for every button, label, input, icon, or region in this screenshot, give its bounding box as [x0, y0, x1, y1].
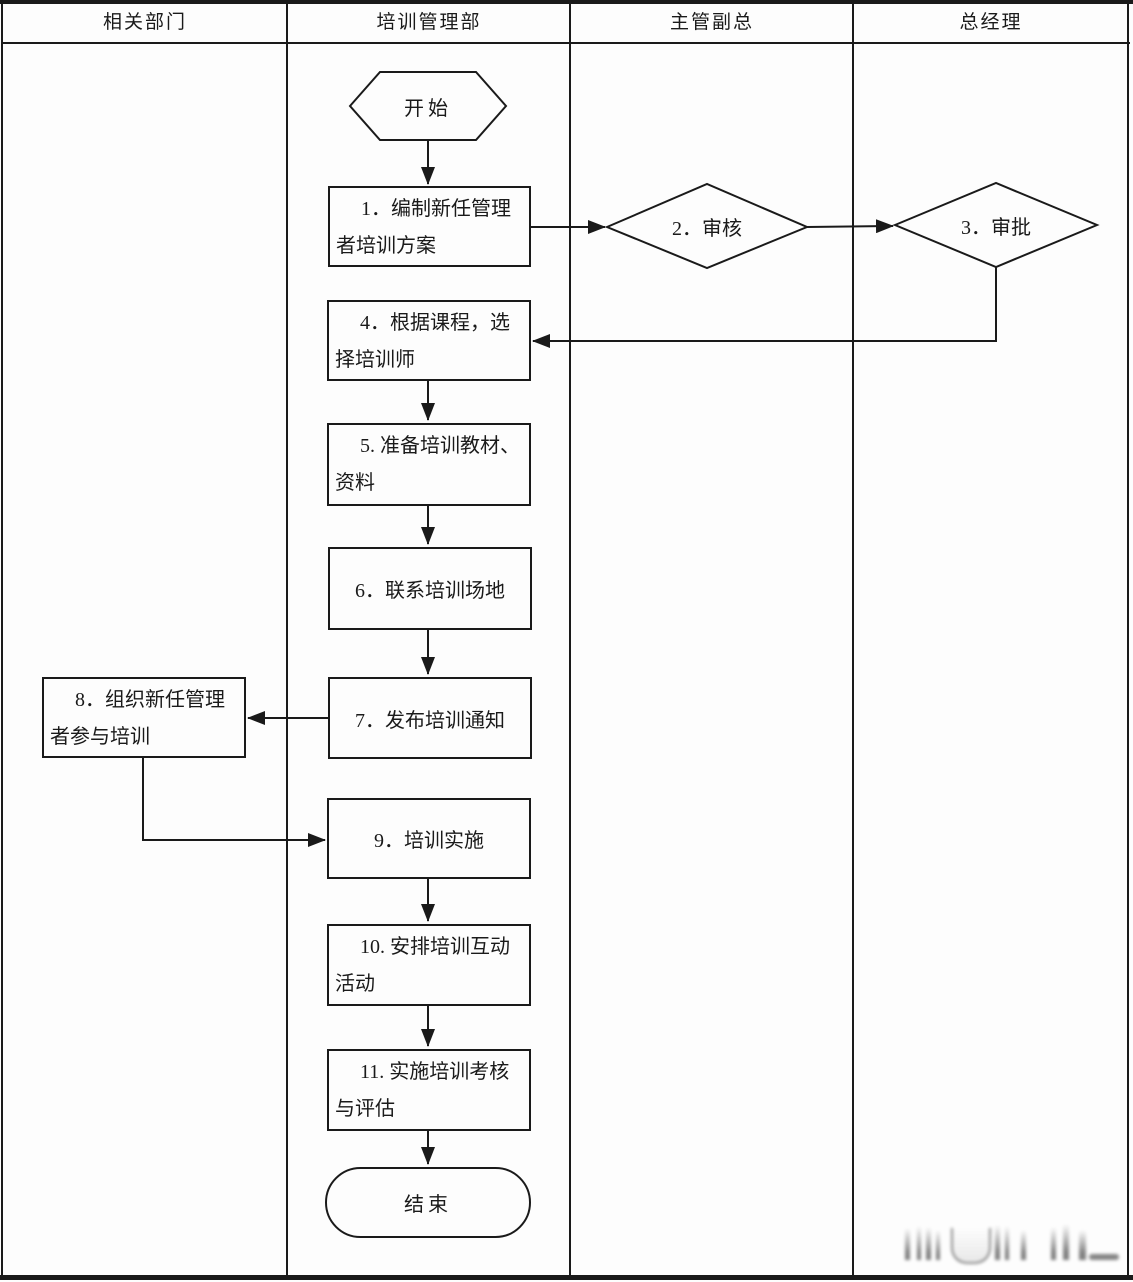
step4-node: 4．根据课程，选 择培训师: [327, 300, 531, 381]
lane-divider-3: [852, 3, 854, 1275]
table-left-border: [1, 1, 3, 1280]
table-bottom-border: [0, 1275, 1133, 1280]
lane-header-general-manager: 总经理: [959, 12, 1023, 33]
approve-node: 3．审批: [961, 216, 1031, 239]
header-separator: [2, 42, 1130, 44]
start-node: 开始: [404, 97, 452, 120]
lane-header-related-departments: 相关部门: [102, 12, 187, 33]
step8-node: 8．组织新任管理 者参与培训: [42, 677, 246, 758]
step6-node: 6．联系培训场地: [328, 547, 532, 630]
approve-diamond-shape: [892, 181, 1100, 269]
start-hexagon-shape: [348, 71, 508, 141]
step7-node: 7．发布培训通知: [328, 677, 532, 759]
step11-node: 11. 实施培训考核 与评估: [327, 1049, 531, 1131]
connector-step2-to-step3: [806, 219, 894, 234]
lane-header-vp-in-charge: 主管副总: [669, 12, 754, 33]
step9-node: 9．培训实施: [327, 798, 531, 879]
step1-node: 1．编制新任管理 者培训方案: [328, 186, 531, 267]
table-top-border: [0, 0, 1133, 4]
table-right-border: [1127, 1, 1129, 1280]
connector-step8-to-step9: [142, 758, 326, 847]
step5-node: 5. 准备培训教材、 资料: [327, 423, 531, 506]
review-node: 2．审核: [672, 217, 742, 240]
review-diamond-shape: [604, 182, 810, 270]
lane-header-training-management: 培训管理部: [376, 12, 482, 33]
end-node: 结束: [325, 1167, 531, 1238]
connector-step3-to-step4: [532, 267, 997, 348]
lane-divider-2: [569, 3, 571, 1275]
watermark-smudge: [893, 1218, 1125, 1268]
step10-node: 10. 安排培训互动 活动: [327, 924, 531, 1006]
lane-divider-1: [286, 3, 288, 1275]
